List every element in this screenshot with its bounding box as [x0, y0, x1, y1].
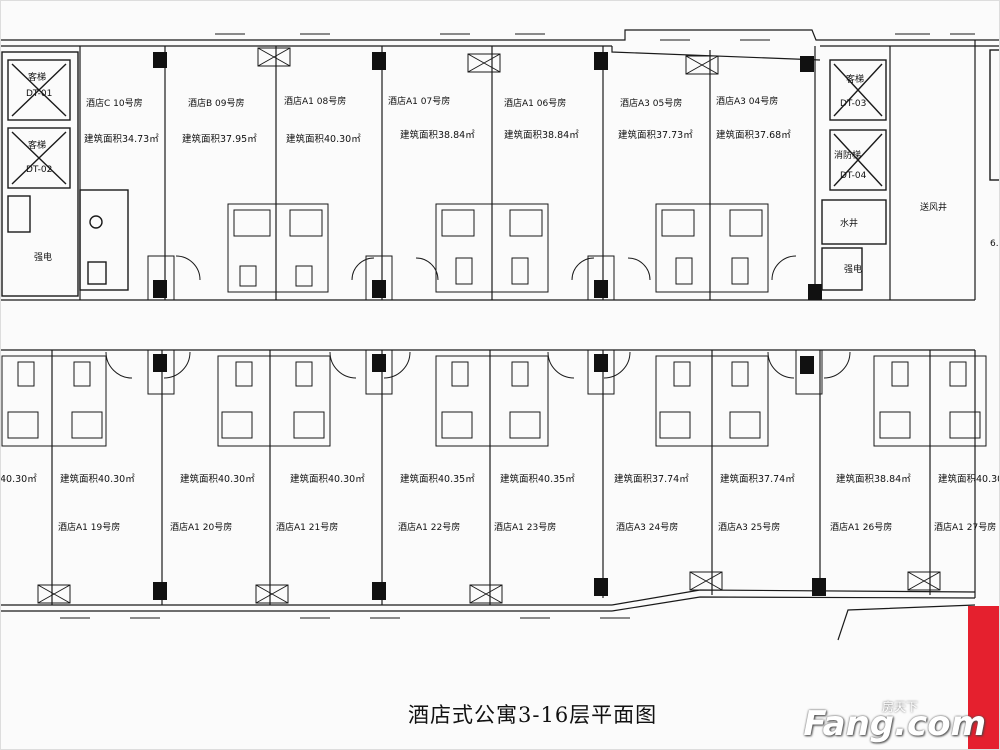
unit-area: 建筑面积37.95㎡: [182, 133, 257, 145]
watermark-sub: 房天下: [881, 700, 918, 714]
dt02-label: DT-02: [26, 165, 52, 175]
shaft-left-label: 强电: [34, 251, 52, 263]
elev-label-1: 客梯: [28, 71, 46, 83]
unit-area: 建筑面积40.35㎡: [500, 473, 575, 485]
elevator-core-left: [1, 51, 129, 297]
elev-label-2: 客梯: [28, 139, 46, 151]
door-swings: [105, 255, 851, 379]
dt04-label: DT-04: [840, 171, 867, 181]
unit-type: 酒店A1 26号房: [830, 521, 892, 533]
unit-type: 酒店A1 07号房: [388, 95, 450, 107]
unit-type: 酒店A1 21号房: [276, 521, 338, 533]
unit-type: 酒店C 10号房: [86, 97, 143, 109]
corner-red-bar: [968, 606, 1000, 750]
side-code-label: 6.: [990, 239, 999, 249]
unit-area: 建筑面积40.30㎡: [286, 133, 361, 145]
unit-type: 酒店A1 23号房: [494, 521, 556, 533]
unit-area: 建筑面积34.73㎡: [84, 133, 159, 145]
unit-area: 建筑面积37.74㎡: [614, 473, 689, 485]
unit-area: 建筑面积40.30㎡: [60, 473, 135, 485]
unit-type: 酒店A1 20号房: [170, 521, 232, 533]
unit-area: 建筑面积40.35㎡: [400, 473, 475, 485]
unit-area: 建筑面积37.68㎡: [716, 129, 791, 141]
watermark-logo: Fang.com: [803, 704, 986, 744]
shaft-right-label: 强电: [844, 263, 862, 275]
unit-area: 40.30㎡: [0, 474, 37, 485]
column-casings: [147, 255, 823, 395]
unit-area: 建筑面积38.84㎡: [836, 473, 911, 485]
facade-dim-marks: [60, 33, 975, 619]
unit-type: 酒店A3 25号房: [718, 521, 780, 533]
unit-type: 酒店A1 27号房: [934, 521, 996, 533]
unit-area: 建筑面积37.74㎡: [720, 473, 795, 485]
unit-area: 建筑面积40.30㎡: [938, 473, 1000, 485]
bathrooms-top: [227, 203, 769, 293]
unit-area: 建筑面积38.84㎡: [504, 129, 579, 141]
unit-area: 建筑面积40.30㎡: [290, 473, 365, 485]
bathrooms-bottom: [1, 355, 987, 447]
elevator-core-right: [821, 49, 1000, 291]
water-shaft-label: 水井: [840, 217, 858, 229]
plan-title: 酒店式公寓3-16层平面图: [408, 703, 657, 727]
fire-elev-label: 消防梯: [834, 149, 861, 161]
unit-type: 酒店B 09号房: [188, 97, 245, 109]
dt03-label: DT-03: [840, 99, 866, 109]
unit-type: 酒店A1 08号房: [284, 95, 346, 107]
unit-area: 建筑面积37.73㎡: [618, 129, 693, 141]
elev-label-3: 客梯: [846, 73, 864, 85]
ac-boxes: [37, 47, 941, 604]
partition-walls: [51, 46, 931, 605]
watermark: 房天下 Fang.com: [803, 700, 986, 744]
unit-type: 酒店A1 06号房: [504, 97, 566, 109]
unit-type: 酒店A3 04号房: [716, 95, 778, 107]
unit-type: 酒店A1 19号房: [58, 521, 120, 533]
structural-columns: [153, 52, 826, 600]
vent-shaft-label: 送风井: [920, 201, 947, 213]
dt01-label: DT-01: [26, 89, 52, 99]
unit-area: 建筑面积40.30㎡: [180, 473, 255, 485]
unit-type: 酒店A1 22号房: [398, 521, 460, 533]
unit-type: 酒店A3 05号房: [620, 97, 682, 109]
unit-area: 建筑面积38.84㎡: [400, 129, 475, 141]
unit-type: 酒店A3 24号房: [616, 521, 678, 533]
building-outline: [0, 29, 1000, 641]
